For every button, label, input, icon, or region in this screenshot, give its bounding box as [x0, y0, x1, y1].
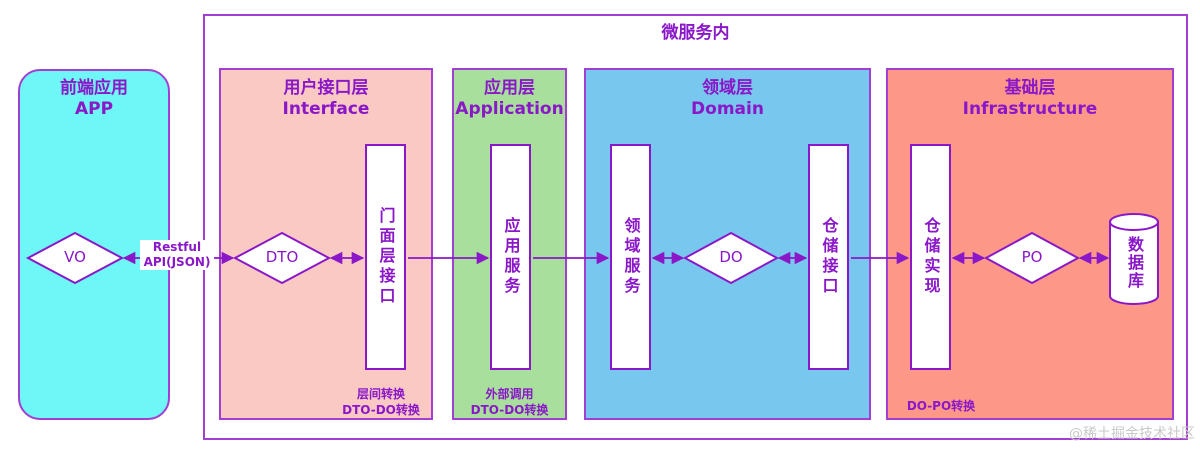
repository-interface-label: 仓储接口 [819, 217, 839, 297]
domain-title-en: Domain [691, 99, 764, 119]
api-label-line2: API(JSON) [143, 255, 211, 269]
facade-interface-label: 门面层接口 [376, 207, 396, 307]
application-note-2: DTO-DO转换 [470, 403, 549, 417]
microservice-frame: 微服务内 [203, 14, 1188, 440]
domain-service-bar: 领域服务 [610, 144, 651, 370]
vo-diamond [25, 231, 125, 285]
dto-label: DTO [265, 248, 299, 266]
interface-title-cn: 用户接口层 [283, 78, 369, 98]
api-label-line1: Restful [152, 240, 202, 254]
repository-interface-bar: 仓储接口 [808, 144, 849, 370]
application-title-en: Application [455, 99, 564, 119]
application-service-label: 应用服务 [501, 217, 521, 297]
repository-impl-label: 仓储实现 [921, 217, 941, 297]
domain-title-cn: 领域层 [702, 78, 753, 98]
infrastructure-title-cn: 基础层 [1004, 78, 1056, 98]
database-label: 数据库 [1125, 236, 1144, 290]
do-diamond [682, 231, 780, 285]
repository-impl-bar: 仓储实现 [910, 144, 951, 370]
database-cylinder [1109, 213, 1159, 305]
interface-note-1: 层间转换 [356, 387, 405, 401]
interface-note-2: DTO-DO转换 [342, 403, 420, 417]
frontend-title-cn: 前端应用 [60, 78, 128, 98]
frontend-title-en: APP [74, 99, 114, 119]
infrastructure-note: DO-PO转换 [906, 399, 976, 413]
po-label: PO [1021, 248, 1043, 266]
domain-service-label: 领域服务 [621, 217, 641, 297]
api-label: Restful API(JSON) [140, 240, 214, 270]
application-title-cn: 应用层 [484, 78, 535, 98]
po-diamond [983, 231, 1081, 285]
facade-interface-bar: 门面层接口 [365, 144, 406, 370]
microservice-title: 微服务内 [661, 23, 730, 43]
dto-diamond [232, 231, 332, 285]
application-service-bar: 应用服务 [490, 144, 531, 370]
watermark: @稀土掘金技术社区 [1069, 426, 1195, 442]
application-note-1: 外部调用 [485, 387, 534, 401]
interface-title-en: Interface [282, 99, 370, 119]
do-label: DO [719, 248, 743, 266]
infrastructure-title-en: Infrastructure [962, 99, 1098, 119]
vo-label: VO [64, 248, 86, 266]
